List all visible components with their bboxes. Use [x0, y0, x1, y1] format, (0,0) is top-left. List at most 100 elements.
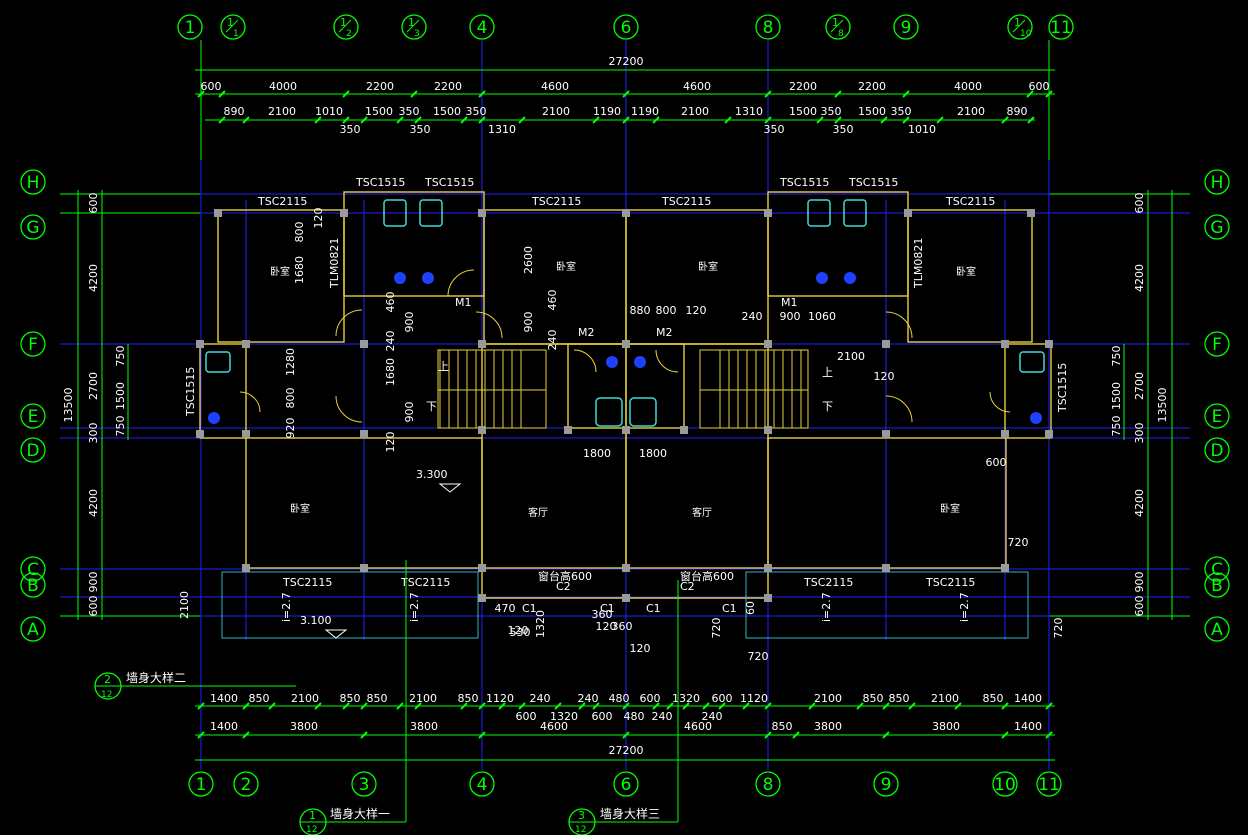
stair-note: 下 — [822, 400, 833, 413]
dimension-text: 2700 — [87, 372, 100, 400]
axis-bubble: 6 — [613, 14, 639, 40]
svg-text:1: 1 — [340, 16, 347, 29]
dimension-text: 4000 — [954, 80, 982, 93]
floor-drain-icon — [208, 412, 220, 424]
svg-text:10: 10 — [994, 775, 1016, 795]
toilet-icon — [383, 199, 407, 227]
interior-dimension: 360 — [592, 608, 613, 621]
dimension-text: 1320 — [672, 692, 700, 705]
window-label: TSC2115 — [257, 195, 307, 208]
dimension-text: 4000 — [269, 80, 297, 93]
axis-bubble: 8 — [755, 771, 781, 797]
door-label: C2 — [556, 580, 571, 593]
room-label: 卧室 — [698, 260, 718, 273]
dimension-text: 720 — [1052, 618, 1065, 639]
column-mark — [764, 564, 772, 572]
dimension-text: 1190 — [593, 105, 621, 118]
dimension-text: 1500 — [789, 105, 817, 118]
door-label: M2 — [578, 326, 595, 339]
svg-text:H: H — [1211, 173, 1224, 193]
dimension-text: 850 — [772, 720, 793, 733]
dimension-text: 300 — [1133, 423, 1146, 444]
interior-dimension: 2100 — [837, 350, 865, 363]
column-mark — [882, 564, 890, 572]
svg-text:11: 11 — [1050, 18, 1072, 38]
dimension-text: 850 — [983, 692, 1004, 705]
svg-text:1: 1 — [832, 16, 839, 29]
door-label: M1 — [781, 296, 798, 309]
bathroom-fixtures — [205, 199, 1045, 427]
svg-text:1: 1 — [196, 775, 207, 795]
dimension-text: 600 — [201, 80, 222, 93]
window-labels: TSC2115 TSC1515 TSC1515 TSC2115 TSC2115 … — [184, 176, 1069, 615]
svg-text:E: E — [28, 407, 39, 427]
dimension-text: 750 — [114, 346, 127, 367]
column-mark — [478, 594, 486, 602]
window-label: TSC2115 — [531, 195, 581, 208]
dimension-text: 1400 — [1014, 692, 1042, 705]
sill-note: 窗台高600 — [680, 569, 734, 583]
room-label: 卧室 — [290, 502, 310, 515]
dimension-text: 4200 — [87, 264, 100, 292]
svg-text:1: 1 — [408, 16, 415, 29]
interior-dimension: 900 — [403, 402, 416, 423]
slope-note: i=2.7 — [958, 592, 971, 622]
window-label: TSC2115 — [945, 195, 995, 208]
svg-text:4: 4 — [477, 18, 488, 38]
axis-bubble: F — [20, 331, 46, 357]
staircase-right — [699, 349, 809, 429]
window-label: TSC2115 — [925, 576, 975, 589]
svg-text:1: 1 — [227, 16, 234, 29]
axis-bubble: 9 — [873, 771, 899, 797]
svg-text:H: H — [27, 173, 40, 193]
stair-note: 上 — [822, 366, 833, 379]
interior-dimension: 240 — [546, 330, 559, 351]
dimension-text: 4600 — [540, 720, 568, 733]
room-labels: 卧室 卧室 卧室 卧室 卧室 卧室 客厅 客厅 — [270, 260, 976, 519]
window-label: TSC1515 — [1056, 363, 1069, 413]
dimension-text: 850 — [458, 692, 479, 705]
dimension-text: 600 — [516, 710, 537, 723]
svg-text:D: D — [26, 441, 39, 461]
dimension-text: 600 — [1029, 80, 1050, 93]
door-label: C2 — [680, 580, 695, 593]
dimension-text: 3800 — [932, 720, 960, 733]
dimension-text: 2100 — [542, 105, 570, 118]
floor-drain-icon — [634, 356, 646, 368]
svg-text:12: 12 — [575, 825, 586, 835]
floor-drain-icon — [1030, 412, 1042, 424]
door-label: TLM0821 — [912, 238, 925, 289]
elevation-mark: 3.100 — [300, 614, 332, 627]
column-mark — [360, 564, 368, 572]
window-label: TSC1515 — [779, 176, 829, 189]
interior-dimension: 120 — [874, 370, 895, 383]
floor-drain-icon — [844, 272, 856, 284]
dimension-text: 4200 — [1133, 264, 1146, 292]
column-mark — [622, 564, 630, 572]
interior-dimension: 60 — [744, 601, 757, 615]
dimension-text: 350 — [399, 105, 420, 118]
dimension-text: 1010 — [908, 123, 936, 136]
axis-bubble: 3 — [351, 771, 377, 797]
dimension-text: 300 — [87, 423, 100, 444]
interior-dimension: 720 — [710, 618, 723, 639]
dimension-text: 1500 — [858, 105, 886, 118]
dimension-text: 750 — [114, 416, 127, 437]
dimension-text: 350 — [410, 123, 431, 136]
dimension-text: 850 — [889, 692, 910, 705]
interior-dimension: 240 — [742, 310, 763, 323]
dimension-text: 600 — [1133, 193, 1146, 214]
interior-dimension: 120 — [312, 208, 325, 229]
interior-dimension: 1680 — [384, 358, 397, 386]
dimension-text: 350 — [466, 105, 487, 118]
dimension-text: 900 — [1133, 572, 1146, 593]
column-mark — [882, 430, 890, 438]
column-mark — [242, 340, 250, 348]
door-label: C1 — [722, 602, 737, 615]
svg-text:1: 1 — [1014, 16, 1021, 29]
room-label: 卧室 — [956, 265, 976, 278]
